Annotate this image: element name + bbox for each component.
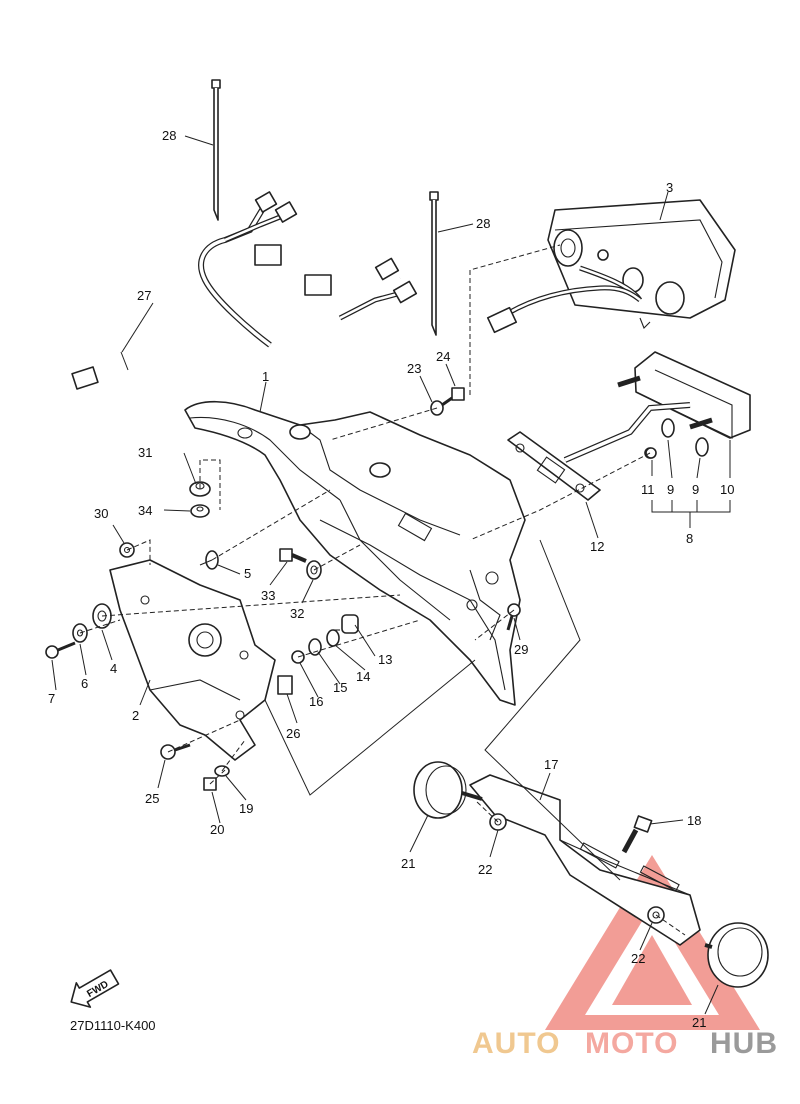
callout-2: 2	[132, 708, 139, 723]
callout-22b: 22	[631, 951, 645, 966]
callout-34: 34	[138, 503, 152, 518]
callout-8: 8	[686, 531, 693, 546]
reflector-21-right	[704, 922, 769, 988]
cable-tie-28-mid	[429, 191, 439, 336]
watermark-hub: HUB	[710, 1027, 778, 1060]
callout-4: 4	[110, 661, 117, 676]
callout-29: 29	[514, 642, 528, 657]
bolt-25	[160, 743, 191, 760]
callout-32: 32	[290, 606, 304, 621]
nut-11	[645, 447, 657, 459]
callout-7: 7	[48, 691, 55, 706]
fwd-arrow-icon: FWD	[70, 969, 120, 1008]
callout-3: 3	[666, 180, 673, 195]
callout-33: 33	[261, 588, 275, 603]
leader-lines	[51, 135, 731, 1015]
callout-28b: 28	[476, 216, 490, 231]
callout-13: 13	[378, 652, 392, 667]
collar-14	[326, 629, 340, 647]
cable-tie-28-left	[211, 79, 221, 221]
callout-22a: 22	[478, 862, 492, 877]
clip-26	[277, 675, 293, 695]
license-lamp-10	[563, 351, 751, 463]
collar-5	[199, 550, 219, 570]
grommet-13	[341, 614, 359, 634]
license-bracket-2	[109, 559, 276, 761]
callout-18: 18	[687, 813, 701, 828]
watermark-logo	[545, 855, 760, 1030]
screw-7	[45, 641, 76, 659]
watermark-auto: AUTO	[472, 1027, 560, 1060]
washer-15	[308, 638, 322, 656]
callout-23: 23	[407, 361, 421, 376]
nut-34	[190, 504, 210, 518]
callout-28a: 28	[162, 128, 176, 143]
callout-labels: 1 2 3 4 5 6 7 8 9 9 10 11 12 13 14 15 16…	[48, 128, 734, 1030]
wire-harness-27	[71, 191, 418, 390]
callout-1: 1	[262, 369, 269, 384]
callout-31: 31	[138, 445, 152, 460]
rear-fender-1	[184, 400, 526, 706]
callout-6: 6	[81, 676, 88, 691]
callout-12: 12	[590, 539, 604, 554]
callout-26: 26	[286, 726, 300, 741]
callout-27: 27	[137, 288, 151, 303]
callout-19: 19	[239, 801, 253, 816]
callout-20: 20	[210, 822, 224, 837]
callout-21b: 21	[692, 1015, 706, 1030]
bolt-33	[279, 548, 307, 563]
watermark-text: AUTO MOTO HUB	[472, 1027, 778, 1060]
callout-25: 25	[145, 791, 159, 806]
callout-16: 16	[309, 694, 323, 709]
callout-24: 24	[436, 349, 450, 364]
callout-21a: 21	[401, 856, 415, 871]
callout-15: 15	[333, 680, 347, 695]
callout-5: 5	[244, 566, 251, 581]
callout-10: 10	[720, 482, 734, 497]
callout-14: 14	[356, 669, 370, 684]
gasket-12	[507, 431, 601, 501]
assembly-lines	[79, 244, 686, 936]
reflector-21-left	[413, 761, 483, 819]
tail-lamp-3	[486, 199, 736, 334]
callout-17: 17	[544, 757, 558, 772]
watermark-moto: MOTO	[585, 1027, 678, 1060]
callout-9b: 9	[692, 482, 699, 497]
callout-30: 30	[94, 506, 108, 521]
reflector-bracket-17	[469, 774, 701, 946]
bolt-24	[441, 387, 465, 407]
diagram-code: 27D1110-K400	[70, 1018, 156, 1033]
callout-9a: 9	[667, 482, 674, 497]
callout-11: 11	[641, 482, 655, 497]
bolt-18	[621, 815, 653, 854]
